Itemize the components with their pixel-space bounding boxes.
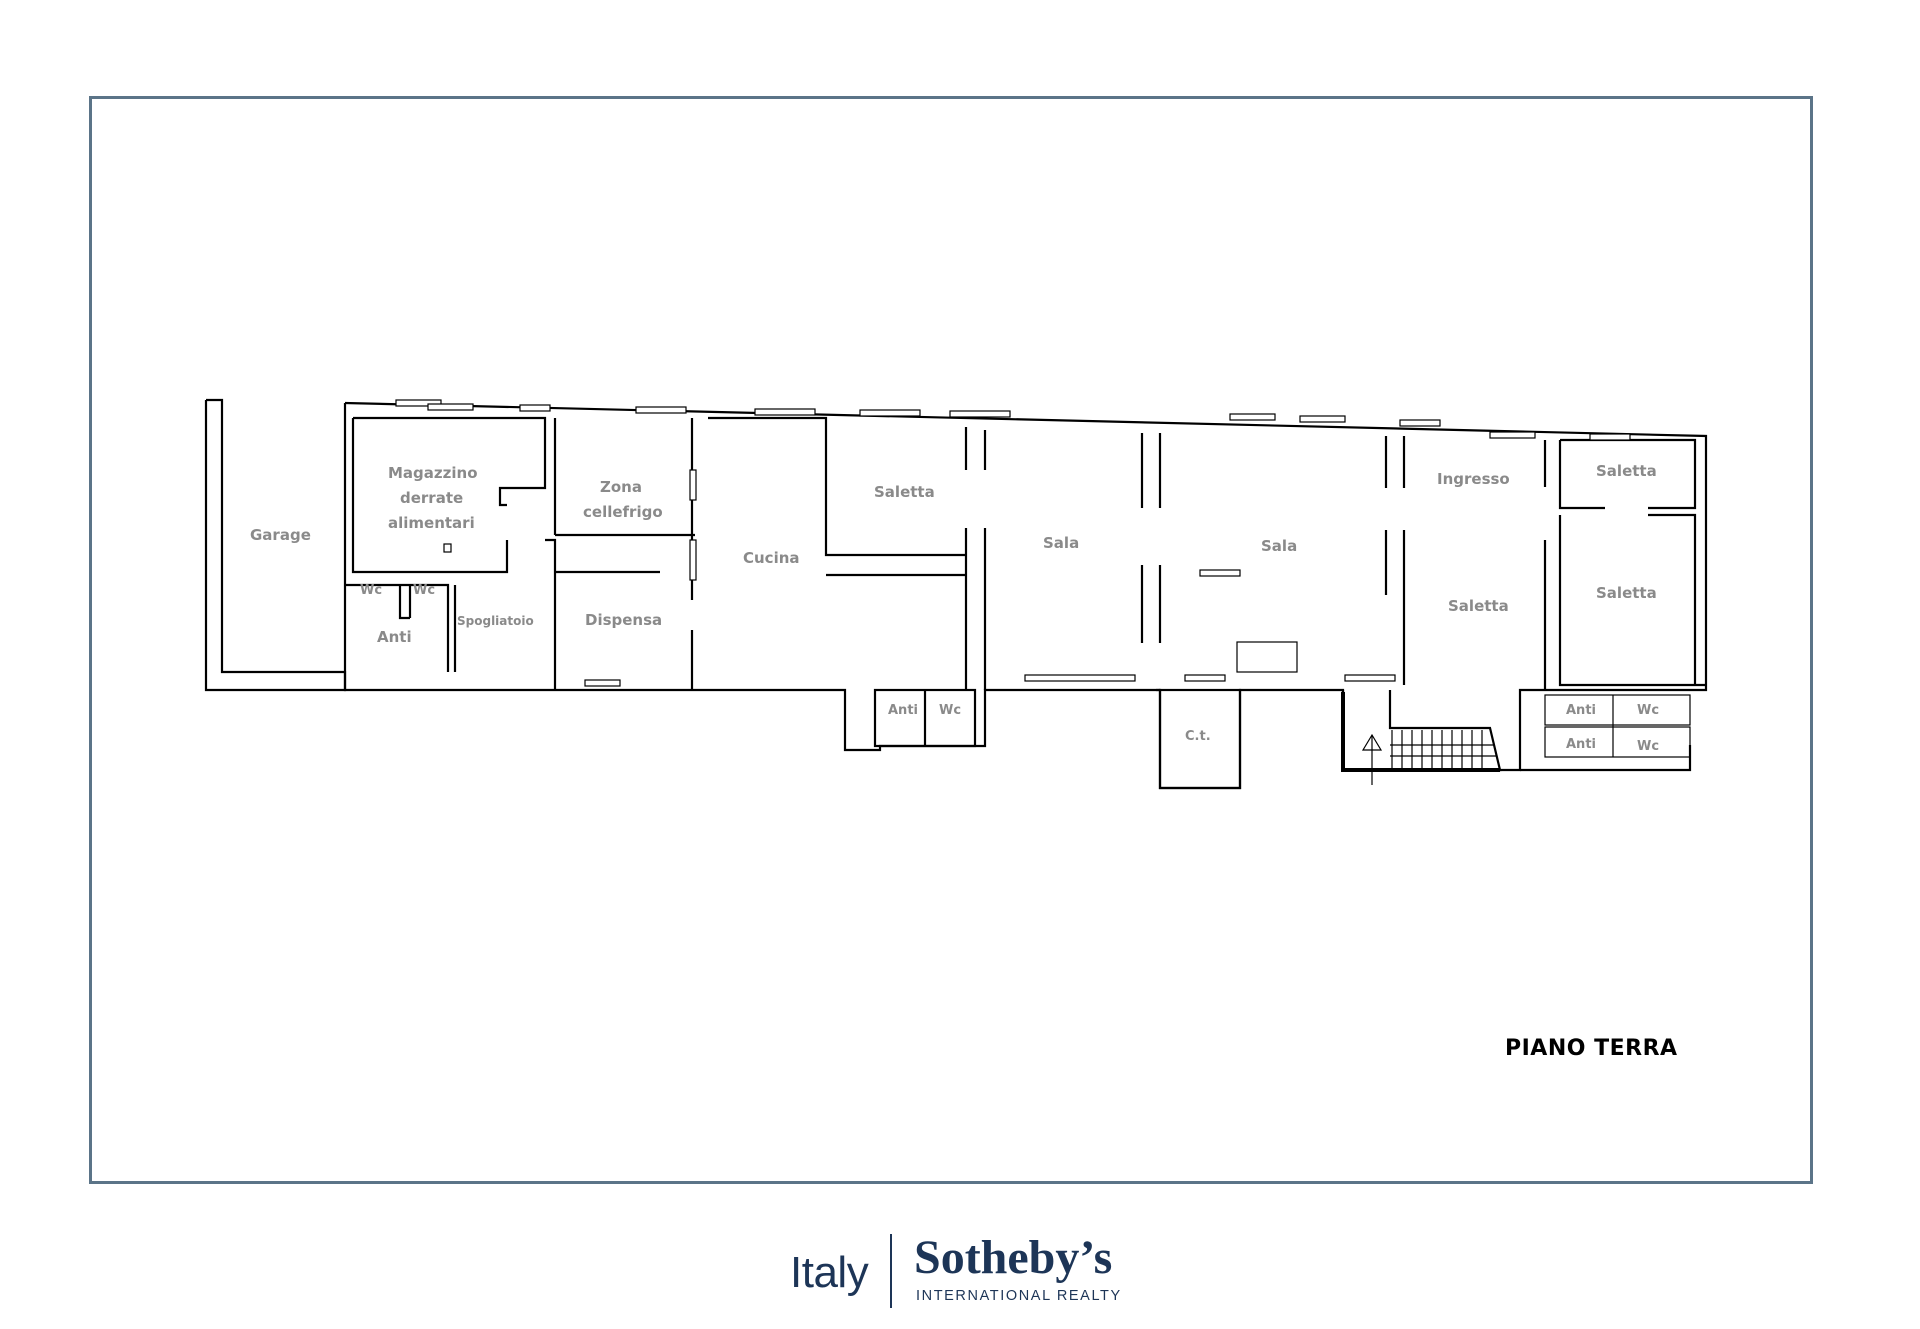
label-sala-a: Sala xyxy=(1043,534,1079,552)
label-wc-b: Wc xyxy=(413,583,435,598)
label-magazzino-2: derrate xyxy=(400,489,463,507)
label-sala-b: Sala xyxy=(1261,537,1297,555)
label-anti-d: Anti xyxy=(1566,737,1596,752)
label-zona-2: cellefrigo xyxy=(583,503,663,521)
label-anti-b: Anti xyxy=(888,703,918,718)
windows xyxy=(395,399,1631,687)
label-saletta-a: Saletta xyxy=(874,483,935,501)
logo-divider xyxy=(890,1234,892,1308)
building-outline xyxy=(343,401,1708,790)
label-saletta-b: Saletta xyxy=(1596,462,1657,480)
label-garage: Garage xyxy=(250,526,311,544)
garage-walls xyxy=(204,398,347,692)
stairs xyxy=(1341,690,1502,785)
label-wc-c: Wc xyxy=(939,703,961,718)
label-saletta-c: Saletta xyxy=(1448,597,1509,615)
label-dispensa: Dispensa xyxy=(585,611,662,629)
label-spogliatoio: Spogliatoio xyxy=(457,614,534,628)
label-wc-a: Wc xyxy=(360,583,382,598)
label-zona-1: Zona xyxy=(600,478,642,496)
logo-brand: Sotheby’s xyxy=(914,1231,1113,1284)
logo-subtitle: INTERNATIONAL REALTY xyxy=(916,1288,1122,1304)
brand-logo: Italy Sotheby’s INTERNATIONAL REALTY xyxy=(790,1230,1130,1310)
room-labels: Garage Magazzino derrate alimentari Zona… xyxy=(250,462,1659,754)
label-magazzino-1: Magazzino xyxy=(388,464,478,482)
label-ct: C.t. xyxy=(1185,729,1211,744)
annex-rooms xyxy=(873,641,1298,790)
floor-title: PIANO TERRA xyxy=(1505,1036,1678,1061)
interior-walls xyxy=(345,416,1706,690)
label-anti-a: Anti xyxy=(377,628,412,646)
label-wc-e: Wc xyxy=(1637,739,1659,754)
logo-italy: Italy xyxy=(790,1248,869,1297)
label-anti-c: Anti xyxy=(1566,703,1596,718)
label-wc-d: Wc xyxy=(1637,703,1659,718)
right-toilets xyxy=(1544,694,1691,758)
label-ingresso: Ingresso xyxy=(1437,470,1510,488)
label-magazzino-3: alimentari xyxy=(388,514,475,532)
label-saletta-d: Saletta xyxy=(1596,584,1657,602)
drawing-frame xyxy=(89,96,1813,1184)
label-cucina: Cucina xyxy=(743,549,800,567)
